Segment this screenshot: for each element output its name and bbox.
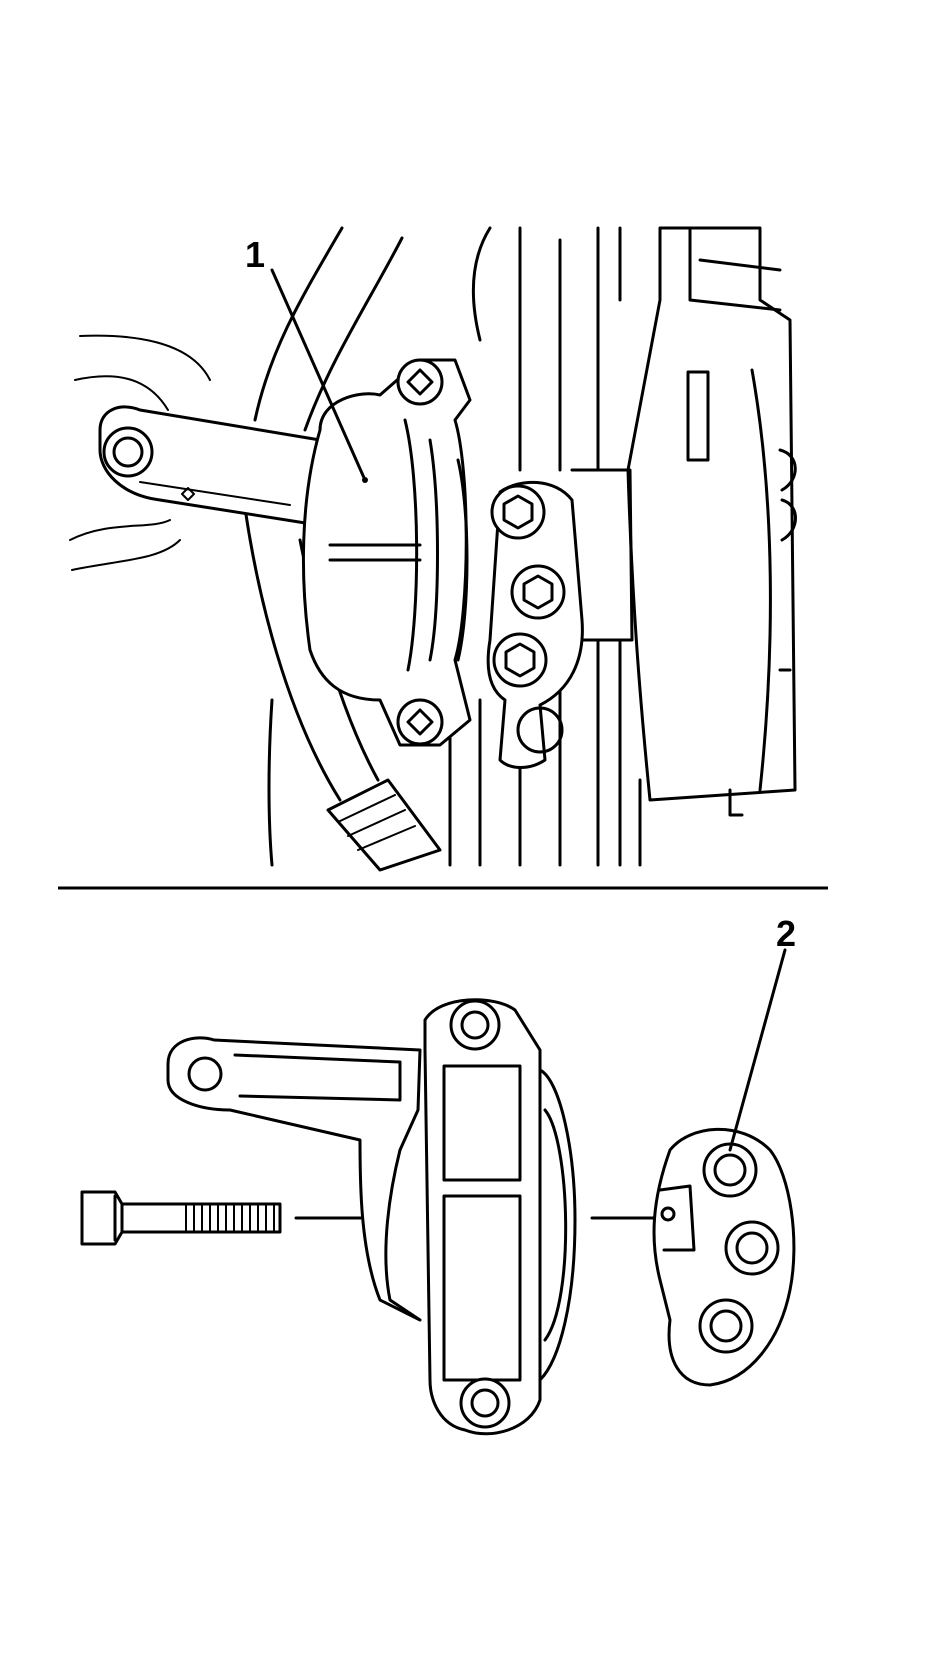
body-frame-lines — [253, 226, 642, 867]
exploded-bolt-plate — [652, 1127, 796, 1387]
installed-view — [69, 226, 797, 872]
exploded-bracket-arm — [166, 1036, 422, 1322]
exploded-view — [80, 948, 796, 1436]
callout-2-label: 2 — [776, 913, 796, 954]
mount-bolt — [80, 1190, 282, 1246]
hose-lines — [69, 334, 211, 571]
callout-1-leader — [270, 268, 367, 482]
exploded-mount-body — [423, 998, 577, 1436]
callout-2-leader — [728, 948, 787, 1152]
bracket-arm — [98, 405, 322, 527]
mount-body — [301, 358, 472, 747]
transmission-housing — [626, 226, 797, 817]
bolt-plate — [486, 468, 634, 769]
callout-1-label: 1 — [245, 234, 265, 275]
